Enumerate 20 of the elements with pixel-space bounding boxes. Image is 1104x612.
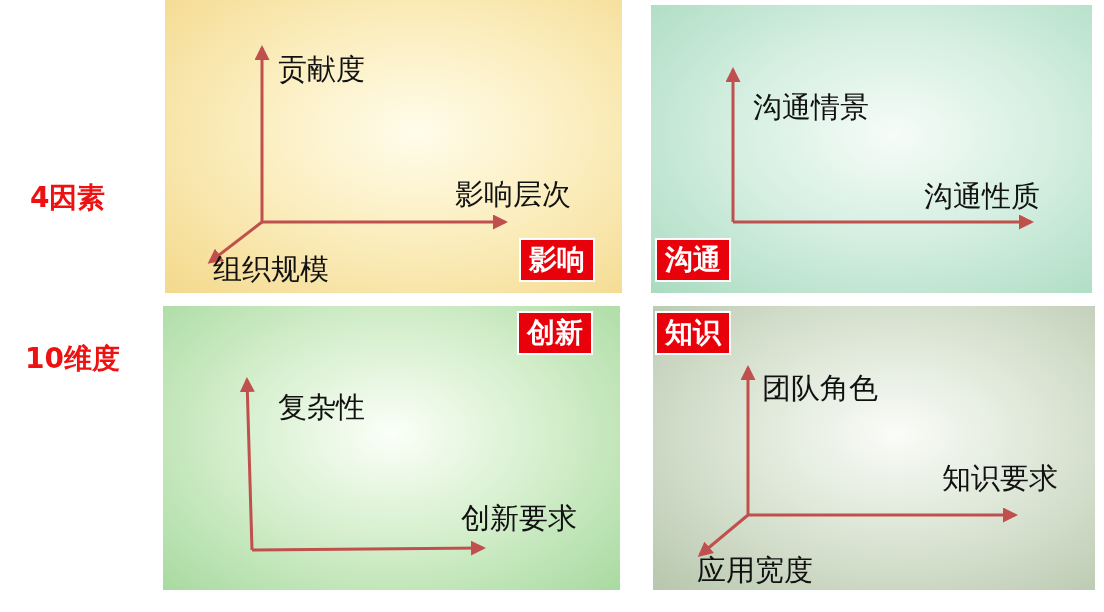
row-label: 4因素 [30,184,106,212]
category-tag: 沟通 [655,238,731,282]
category-tag: 创新 [517,311,593,355]
axis-label: 团队角色 [762,374,878,403]
quadrant-panel [651,5,1092,293]
row-label: 10维度 [25,345,120,373]
quadrant-panel [163,306,620,590]
axis-label: 应用宽度 [697,556,813,585]
axis-label: 创新要求 [461,504,577,533]
axis-label: 影响层次 [455,180,571,209]
axis-label: 沟通情景 [753,93,869,122]
axis-label: 知识要求 [942,464,1058,493]
axis-label: 沟通性质 [924,182,1040,211]
axis-label: 复杂性 [278,393,365,422]
quadrant-panel [653,306,1095,590]
axis-label: 组织规模 [213,255,329,284]
category-tag: 影响 [519,238,595,282]
quadrant-panel [165,0,622,293]
axis-label: 贡献度 [278,55,365,84]
category-tag: 知识 [655,311,731,355]
